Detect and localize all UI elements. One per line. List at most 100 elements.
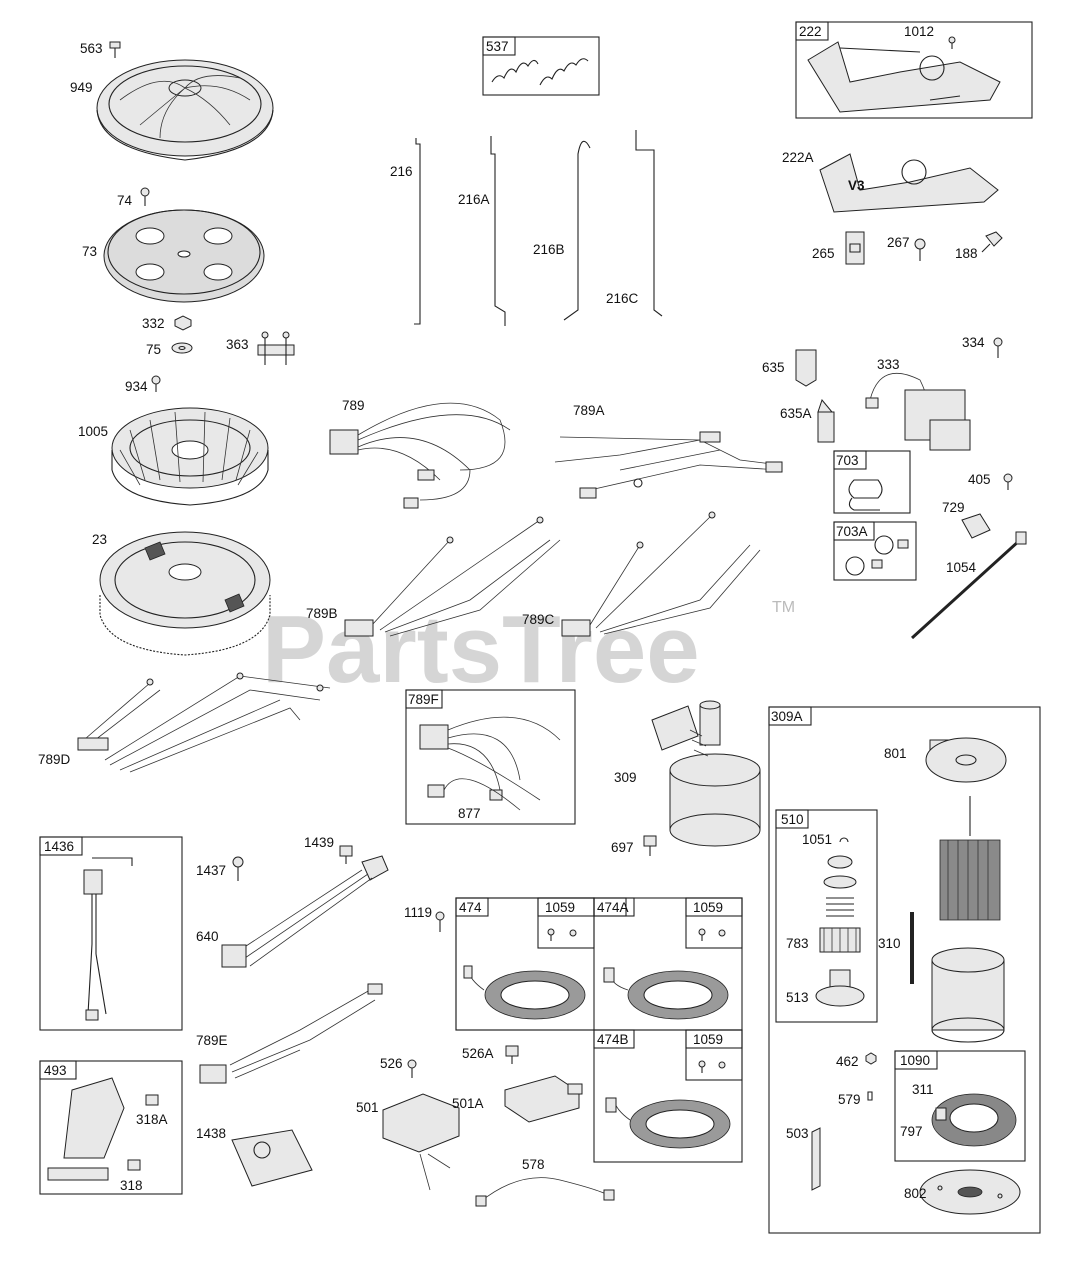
part-222-governor-bracket[interactable] [807,41,1001,113]
part-640-harness[interactable] [221,855,389,968]
label-333[interactable]: 333 [877,357,900,372]
part-1054-cable-tie[interactable] [910,531,1027,640]
label-216B[interactable]: 216B [533,242,565,257]
part-1059-screw-a[interactable] [547,928,577,941]
part-1119-screw[interactable] [435,911,445,932]
label-949[interactable]: 949 [70,80,93,95]
part-1059-screw-b[interactable] [698,928,726,941]
part-503-bracket[interactable] [811,1127,821,1191]
box-label-1059c[interactable]: 1059 [693,1032,723,1047]
part-578-wire[interactable] [475,1177,615,1207]
label-267[interactable]: 267 [887,235,910,250]
part-526-screw[interactable] [407,1059,417,1078]
label-23[interactable]: 23 [92,532,107,547]
part-474-stator[interactable] [463,965,586,1020]
label-405[interactable]: 405 [968,472,991,487]
label-563[interactable]: 563 [80,41,103,56]
label-188[interactable]: 188 [955,246,978,261]
part-493-bracket[interactable] [47,1077,159,1181]
label-75[interactable]: 75 [146,342,161,357]
box-label-537[interactable]: 537 [486,39,509,54]
part-579-clip[interactable] [867,1091,873,1101]
part-333-ignition-coil[interactable] [865,372,971,451]
part-537-springs[interactable] [491,58,589,86]
label-503[interactable]: 503 [786,1126,809,1141]
label-789A[interactable]: 789A [573,403,605,418]
part-703-clip[interactable] [848,479,883,511]
part-188-screw[interactable] [981,231,1003,253]
part-501A-regulator[interactable] [504,1075,583,1123]
part-267-screw[interactable] [914,238,926,261]
part-332-nut[interactable] [174,315,192,331]
part-1439-screw[interactable] [339,845,353,864]
label-1437[interactable]: 1437 [196,863,226,878]
part-877-wire[interactable] [427,778,521,811]
part-510-drive-kit[interactable] [815,855,865,1007]
part-789F-wire-harness[interactable] [419,716,561,801]
label-501[interactable]: 501 [356,1100,379,1115]
part-934-screw[interactable] [151,375,161,392]
part-75-washer[interactable] [171,342,193,354]
box-label-1090[interactable]: 1090 [900,1053,930,1068]
part-armature[interactable] [939,796,1001,921]
part-474B-stator[interactable] [605,1097,731,1149]
part-703A-clip[interactable] [845,535,909,576]
label-729[interactable]: 729 [942,500,965,515]
label-318[interactable]: 318 [120,1178,143,1193]
part-1437-screw[interactable] [232,856,244,881]
part-462-nut[interactable] [865,1052,877,1065]
label-216[interactable]: 216 [390,164,413,179]
box-label-703A[interactable]: 703A [836,524,868,539]
part-789D-wire-harness[interactable] [77,672,331,773]
box-label-1059a[interactable]: 1059 [545,900,575,915]
label-1051[interactable]: 1051 [802,832,832,847]
label-74[interactable]: 74 [117,193,133,208]
label-579[interactable]: 579 [838,1092,861,1107]
label-1054[interactable]: 1054 [946,560,977,575]
box-label-703[interactable]: 703 [836,453,859,468]
part-526A-screw[interactable] [505,1045,519,1064]
part-23-flywheel[interactable] [99,531,271,656]
label-1439[interactable]: 1439 [304,835,334,850]
label-578[interactable]: 578 [522,1157,545,1172]
part-563-bolt[interactable] [109,41,121,58]
label-934[interactable]: 934 [125,379,148,394]
label-789[interactable]: 789 [342,398,365,413]
label-513[interactable]: 513 [786,990,809,1005]
part-789C-wire-harness[interactable] [561,511,761,637]
label-797[interactable]: 797 [900,1124,923,1139]
label-334[interactable]: 334 [962,335,985,350]
label-1438[interactable]: 1438 [196,1126,226,1141]
label-640[interactable]: 640 [196,929,219,944]
box-label-474A[interactable]: 474A [597,900,629,915]
part-1051-clip[interactable] [839,837,849,843]
label-363[interactable]: 363 [226,337,249,352]
part-697-bolt[interactable] [643,835,657,856]
part-216-rod[interactable] [414,138,421,325]
part-housing[interactable] [931,947,1005,1043]
part-1012-screw[interactable] [948,36,956,49]
part-363-clamp[interactable] [257,331,295,365]
label-802[interactable]: 802 [904,1186,927,1201]
part-474A-stator[interactable] [603,967,729,1020]
box-label-1436[interactable]: 1436 [44,839,74,854]
label-1005[interactable]: 1005 [78,424,108,439]
label-789C[interactable]: 789C [522,612,555,627]
label-1119[interactable]: 1119 [404,905,432,920]
part-216C-rod[interactable] [635,130,663,317]
part-501-regulator[interactable] [382,1093,460,1191]
box-label-1059b[interactable]: 1059 [693,900,723,915]
part-222A-governor-bracket[interactable] [819,153,999,213]
label-318A[interactable]: 318A [136,1112,168,1127]
part-1059-screw-c[interactable] [698,1060,726,1073]
label-801[interactable]: 801 [884,746,907,761]
label-1012[interactable]: 1012 [904,24,934,39]
label-635[interactable]: 635 [762,360,785,375]
part-334-screw[interactable] [993,337,1003,358]
label-783[interactable]: 783 [786,936,809,951]
label-311[interactable]: 311 [912,1082,934,1097]
label-216C[interactable]: 216C [606,291,639,306]
part-789A-wire-harness[interactable] [554,431,783,499]
label-789D[interactable]: 789D [38,752,71,767]
part-801-end-cap[interactable] [925,737,1007,783]
